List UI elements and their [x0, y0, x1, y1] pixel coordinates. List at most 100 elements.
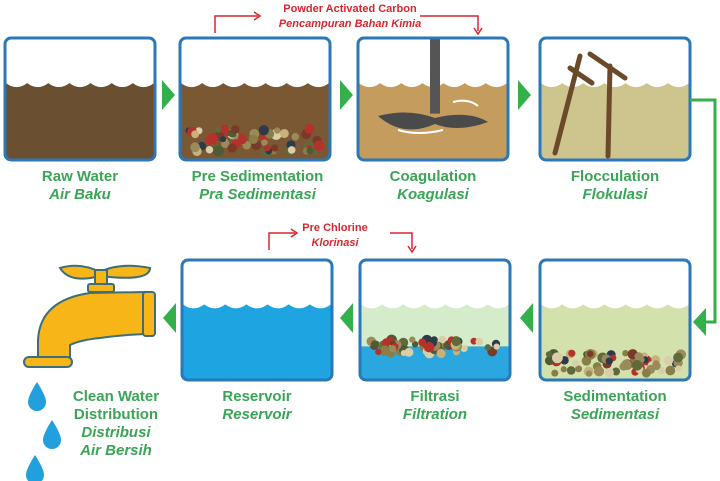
- stage-name: Pre Sedimentation: [191, 168, 324, 185]
- water: [541, 83, 690, 159]
- flow-arrow: [163, 303, 176, 333]
- stone: [423, 341, 435, 353]
- stone: [586, 350, 594, 358]
- stone: [621, 359, 632, 370]
- water: [183, 304, 331, 379]
- stone: [291, 132, 300, 141]
- tank-border: [3, 36, 157, 162]
- flow-arrow: [340, 80, 353, 110]
- water-drop-icon: [26, 455, 44, 481]
- pac-label: Powder Activated Carbon: [283, 3, 417, 15]
- stone: [631, 360, 643, 371]
- stone: [585, 370, 593, 377]
- stone: [675, 365, 682, 372]
- stone: [206, 132, 218, 144]
- tank-border: [538, 258, 692, 382]
- mixer-blade: [378, 112, 488, 130]
- stone: [460, 344, 468, 353]
- stone: [279, 128, 289, 138]
- stone: [575, 365, 583, 373]
- stone: [375, 348, 382, 356]
- stage-name-id: Sedimentasi: [570, 406, 660, 423]
- tank-border: [356, 36, 510, 162]
- sediment-stones: [544, 349, 687, 378]
- stone: [566, 366, 576, 375]
- distribution-line1: Clean Water: [72, 388, 160, 405]
- stone: [418, 338, 427, 347]
- stone: [641, 368, 651, 378]
- stone: [652, 361, 661, 371]
- stone: [270, 144, 279, 152]
- stone: [443, 342, 450, 349]
- stone: [593, 366, 605, 377]
- stone: [191, 130, 200, 139]
- stone: [622, 349, 629, 357]
- pac-bracket: [214, 15, 479, 33]
- chlorine-arrowheads: [290, 228, 417, 254]
- stone: [665, 365, 676, 376]
- flow-arrow: [693, 308, 706, 336]
- stone: [274, 127, 281, 134]
- stone: [261, 139, 268, 146]
- floc-sticks: [552, 51, 628, 159]
- stone: [493, 343, 500, 350]
- stage-name-id: Koagulasi: [397, 186, 469, 203]
- chlorine-bracket: [268, 232, 413, 250]
- stage-name-id: Pra Sedimentasi: [199, 186, 316, 203]
- stage-name: Filtrasi: [410, 388, 460, 405]
- distribution-id-line1: Distribusi: [81, 424, 151, 441]
- stone: [190, 142, 200, 153]
- stage-name: Raw Water: [41, 168, 119, 185]
- stone: [237, 135, 247, 145]
- tank-border: [180, 258, 334, 382]
- stone: [227, 143, 237, 153]
- stone: [634, 352, 644, 361]
- sediment-stones: [185, 123, 325, 157]
- stone: [379, 345, 391, 356]
- chlorine-annotation: Pre Chlorine Klorinasi: [280, 221, 390, 251]
- stone: [205, 145, 214, 154]
- stone: [438, 335, 447, 344]
- stage-name: Reservoir: [222, 388, 292, 405]
- stage-name-id: Flokulasi: [582, 186, 648, 203]
- distribution-id-line2: Air Bersih: [80, 442, 152, 459]
- stage-name: Flocculation: [570, 168, 660, 185]
- stone: [263, 144, 271, 152]
- tank-flocculation: [538, 36, 692, 162]
- splash: [397, 99, 479, 134]
- water: [6, 83, 154, 159]
- water-drop-icon: [43, 420, 61, 449]
- stone: [213, 145, 224, 157]
- stone: [436, 348, 446, 359]
- chlorine-label-id: Klorinasi: [311, 237, 359, 249]
- tank-reservoir: [180, 258, 334, 382]
- distribution-line2: Distribution: [73, 406, 159, 423]
- stone: [571, 359, 580, 367]
- faucet-inlet: [142, 291, 156, 337]
- mixer-shaft: [430, 38, 440, 114]
- stage-name-id: Filtration: [402, 406, 468, 423]
- stone: [258, 125, 269, 136]
- water-drop-icon: [28, 382, 46, 411]
- pac-arrowheads: [253, 11, 483, 36]
- stone: [484, 344, 492, 351]
- stone: [663, 356, 674, 366]
- stone: [568, 349, 576, 357]
- stone: [475, 337, 484, 346]
- connector-line: [690, 98, 717, 324]
- tank-filtration: [358, 258, 512, 382]
- stone: [673, 352, 683, 363]
- faucet-nozzle: [23, 356, 73, 368]
- label-distribution: Clean Water Distribution Distribusi Air …: [62, 388, 170, 460]
- stone: [551, 369, 559, 377]
- stage-name: Sedimentation: [563, 388, 667, 405]
- faucet-icon: [23, 264, 156, 368]
- faucet-cap: [87, 283, 115, 293]
- stage-name-id: Reservoir: [222, 406, 292, 423]
- stone: [248, 134, 259, 144]
